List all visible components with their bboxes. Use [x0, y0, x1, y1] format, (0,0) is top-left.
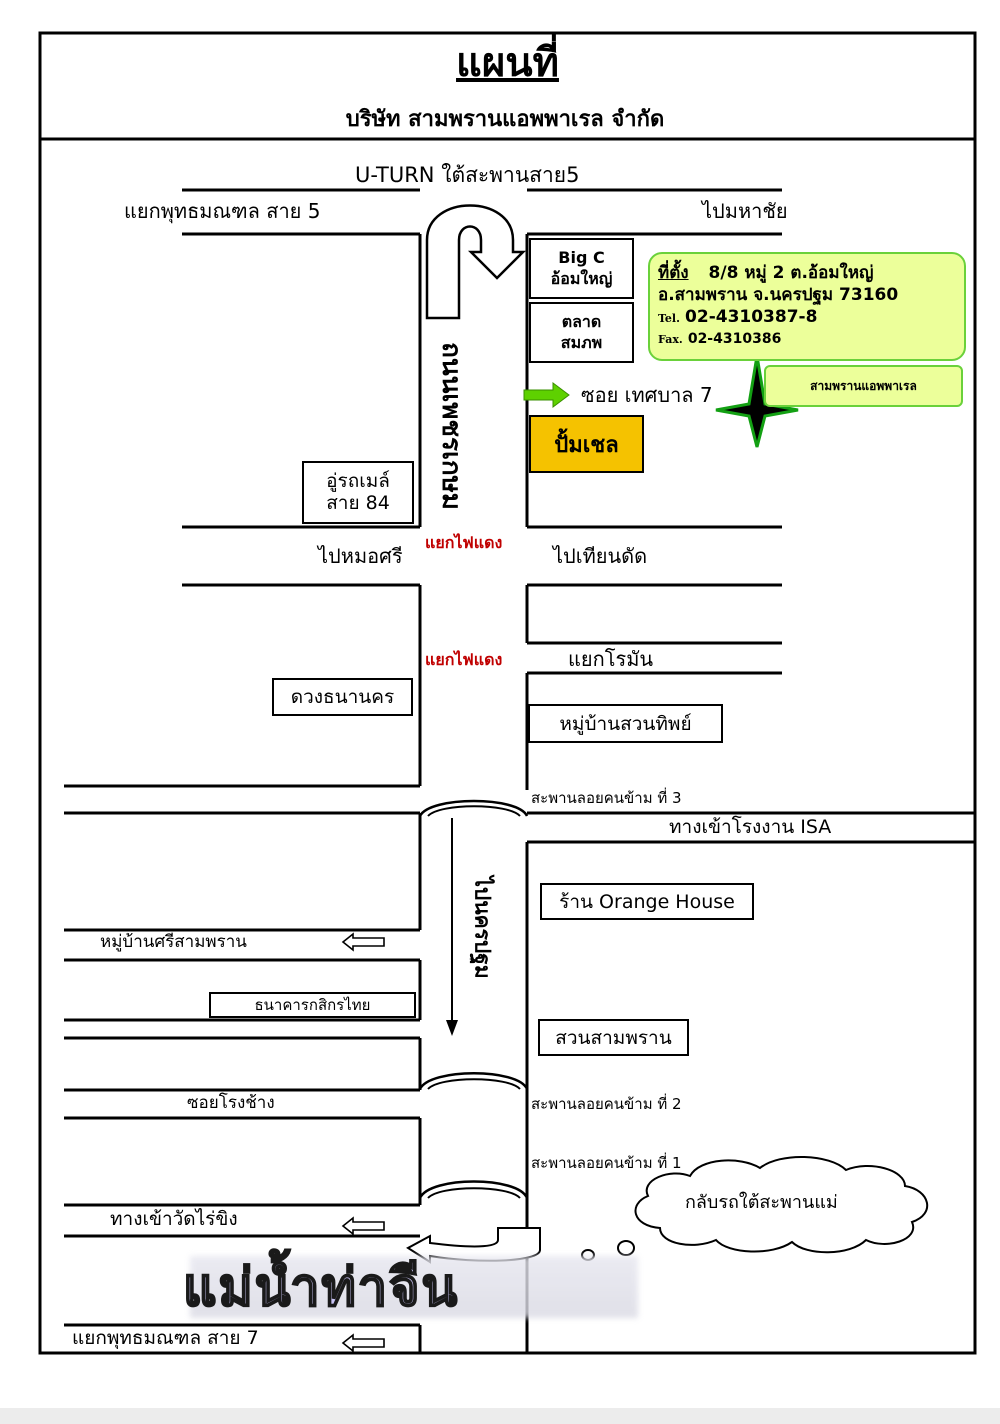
duang-thanakorn-box: ดวงธนานคร [272, 678, 413, 716]
u-turn-arrow [425, 204, 527, 320]
big-c-branch: อ้อมใหญ่ [550, 268, 613, 288]
bridge-3-arch [418, 799, 529, 817]
market-box: ตลาด สมภพ [529, 302, 634, 363]
page-shadow [0, 1408, 1000, 1424]
road-name-petchkasem: ถนนเพชรเกษม [436, 342, 466, 510]
company-tag-label: สามพรานแอพพาเรล [810, 378, 917, 393]
duang-thanakorn-label: ดวงธนานคร [290, 686, 395, 708]
bridge-2-label: สะพานลอยคนข้าม ที่ 2 [531, 1095, 682, 1113]
traffic-light-2-label: แยกไฟแดง [425, 650, 503, 669]
shell-label: ปั้มเชล [554, 432, 619, 458]
junction-phutthamonthon5-label: แยกพุทธมณฑล สาย 5 [124, 199, 321, 223]
junction-phutthamonthon7-label: แยกพุทธมณฑล สาย 7 [72, 1327, 259, 1349]
bridge-2-arch [418, 1072, 529, 1090]
to-nakhon-pathom-label: ไปนครปฐม [470, 876, 495, 979]
big-c-name: Big C [558, 247, 605, 267]
soi-thetsaban-label: ซอย เทศบาล 7 [581, 383, 713, 407]
to-mo-si-label: ไปหมอศรี [318, 544, 403, 568]
traffic-light-1-label: แยกไฟแดง [425, 533, 503, 552]
page-title: แผนที่ [456, 40, 559, 86]
location-label: ที่ตั้ง [658, 263, 689, 283]
address-callout: ที่ตั้ง 8/8 หมู่ 2 ต.อ้อมใหญ่ อ.สามพราน จ… [648, 252, 966, 361]
bus-garage-line1: อู่รถเมล์ [326, 469, 390, 492]
to-mahachai-label: ไปมหาชัย [702, 199, 788, 223]
kasikorn-bank-box: ธนาคารกสิกรไทย [209, 992, 416, 1018]
bridge-1-label: สะพานลอยคนข้าม ที่ 1 [531, 1154, 682, 1172]
bridge-3-label: สะพานลอยคนข้าม ที่ 3 [531, 789, 682, 807]
soi-rong-chang-label: ซอยโรงช้าง [187, 1093, 275, 1113]
shell-station-box: ปั้มเชล [529, 415, 644, 473]
bus-garage-box: อู่รถเมล์ สาย 84 [302, 461, 414, 524]
village-suan-thip-box: หมู่บ้านสวนทิพย์ [528, 704, 723, 743]
big-c-box: Big C อ้อมใหญ่ [529, 238, 634, 299]
kasikorn-bank-label: ธนาคารกสิกรไทย [254, 996, 371, 1014]
frame [38, 31, 977, 1355]
address-line2: อ.สามพราน จ.นครปฐม 73160 [658, 285, 899, 306]
bridge-1-arch [418, 1180, 529, 1199]
fax-label: Fax. [658, 333, 683, 347]
address-line1: 8/8 หมู่ 2 ต.อ้อมใหญ่ [708, 263, 874, 283]
tel-label: Tel. [658, 312, 680, 326]
left-arrow-wat [341, 1216, 385, 1236]
suan-sam-phran-box: สวนสามพราน [538, 1019, 689, 1056]
left-arrow-junction7 [341, 1333, 385, 1353]
suan-sam-phran-label: สวนสามพราน [555, 1026, 672, 1049]
uturn-label: U-TURN ใต้สะพานสาย5 [355, 163, 580, 187]
tel-number: 02-4310387-8 [685, 307, 818, 328]
village-si-sam-phran-label: หมู่บ้านศรีสามพราน [100, 932, 247, 952]
company-tag: สามพรานแอพพาเรล [764, 365, 963, 407]
river-glow [190, 1256, 638, 1318]
company-subtitle: บริษัท สามพรานแอพพาเรล จำกัด [345, 107, 665, 132]
u-turn-under-bridge-label: กลับรถใต้สะพานแม่ [685, 1192, 838, 1213]
orange-house-label: ร้าน Orange House [559, 890, 735, 913]
isa-entrance-label: ทางเข้าโรงงาน ISA [669, 816, 832, 838]
left-arrow-village [341, 932, 385, 952]
market-line1: ตลาด [561, 311, 602, 331]
down-arrowhead [446, 1020, 458, 1036]
market-line2: สมภพ [560, 332, 603, 352]
bus-garage-line2: สาย 84 [326, 491, 390, 514]
junction-roman-label: แยกโรมัน [568, 647, 654, 671]
river-label: แม่น้ำท่าจีน [182, 1258, 460, 1318]
green-arrow [523, 382, 570, 408]
fax-number: 02-4310386 [687, 331, 782, 348]
thought-cloud [634, 1156, 929, 1254]
to-tian-dat-label: ไปเทียนดัด [553, 544, 648, 568]
wat-rai-khing-label: ทางเข้าวัดไร่ขิง [110, 1208, 238, 1230]
orange-house-box: ร้าน Orange House [540, 883, 754, 920]
village-suan-thip-label: หมู่บ้านสวนทิพย์ [559, 712, 692, 735]
